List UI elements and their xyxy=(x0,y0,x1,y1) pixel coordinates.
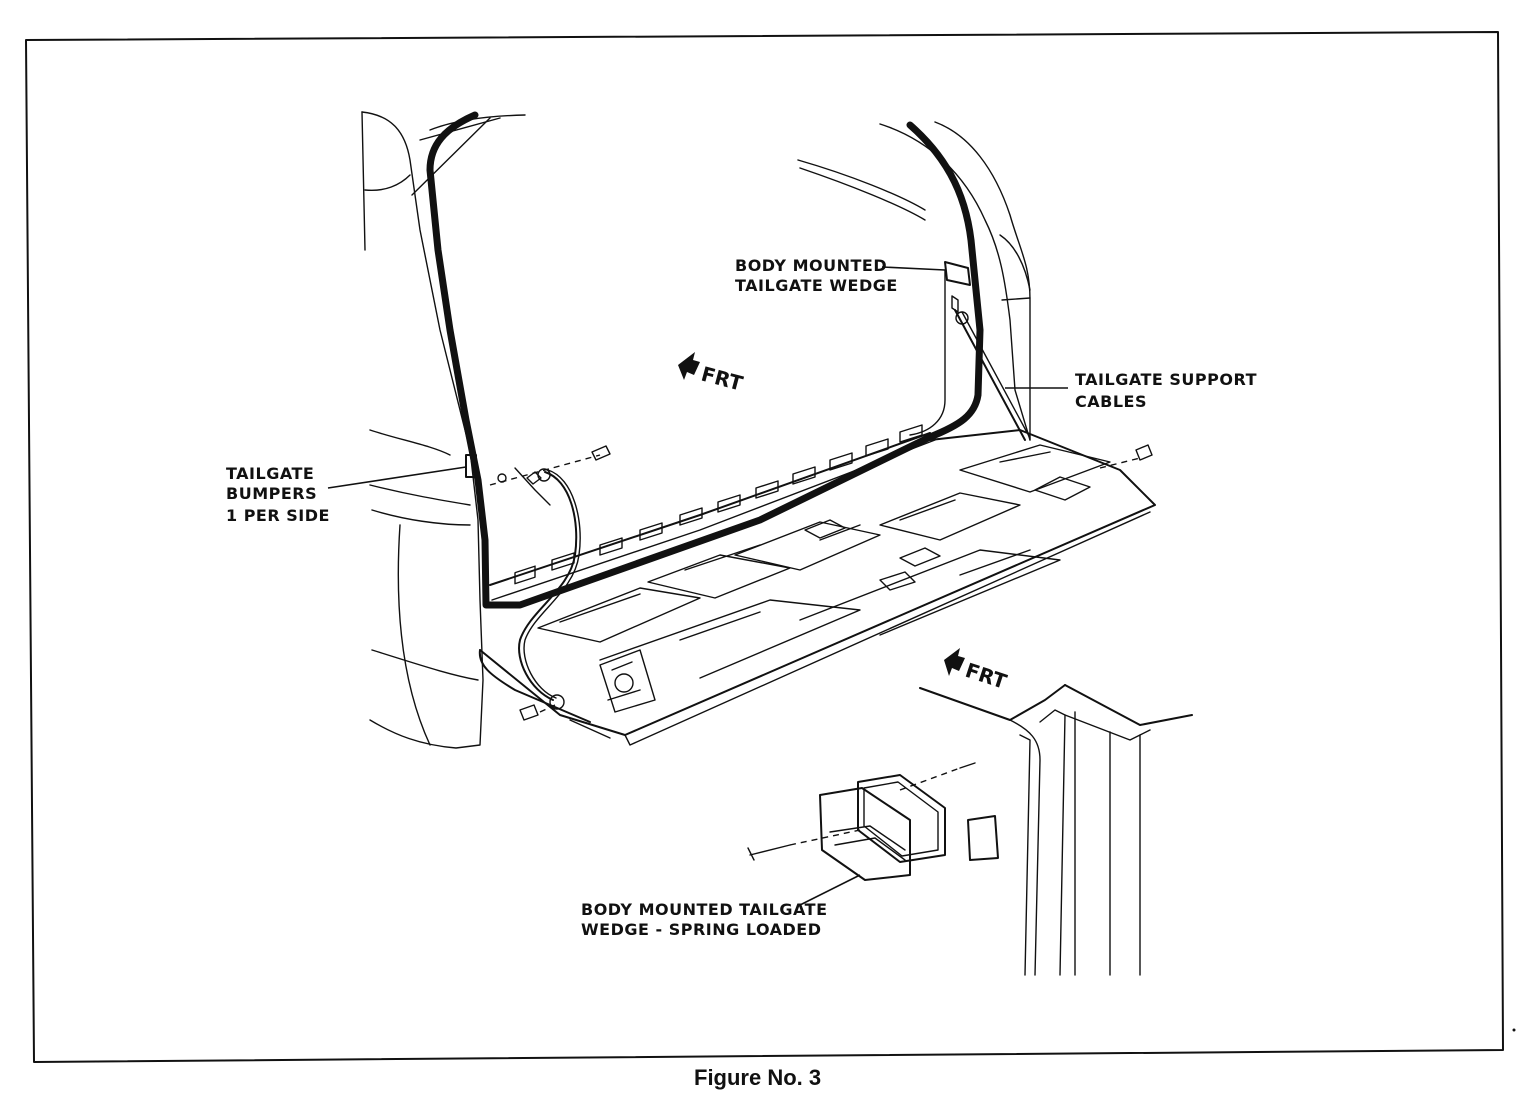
figure-caption: Figure No. 3 xyxy=(694,1065,821,1090)
detail-pillar xyxy=(919,684,1193,976)
callout-spring-wedge: BODY MOUNTED TAILGATE WEDGE - SPRING LOA… xyxy=(581,874,861,939)
label-cables: CABLES xyxy=(1075,392,1147,411)
detail-spring-wedge xyxy=(747,762,999,881)
frt-label-detail: FRT xyxy=(962,658,1010,694)
label-spring-wedge-1: BODY MOUNTED TAILGATE xyxy=(581,900,828,919)
label-tailgate-support: TAILGATE SUPPORT xyxy=(1075,370,1257,389)
label-bumpers: BUMPERS xyxy=(226,484,317,503)
right-body-panel xyxy=(797,121,1031,441)
callout-body-mounted-wedge: BODY MOUNTED TAILGATE WEDGE xyxy=(735,256,946,295)
label-per-side: 1 PER SIDE xyxy=(226,506,330,525)
support-cables xyxy=(518,309,1031,710)
label-body-mounted: BODY MOUNTED xyxy=(735,256,887,275)
label-spring-wedge-2: WEDGE - SPRING LOADED xyxy=(581,920,822,939)
callout-tailgate-bumpers: TAILGATE BUMPERS 1 PER SIDE xyxy=(226,464,467,525)
frt-arrow-detail: FRT xyxy=(944,648,1010,694)
left-body-panel xyxy=(361,111,526,749)
callout-support-cables: TAILGATE SUPPORT CABLES xyxy=(1005,370,1257,411)
weatherstrip-seal xyxy=(426,111,984,609)
margin-dot xyxy=(1512,1028,1516,1032)
frt-arrow-top: FRT xyxy=(678,352,746,396)
fastener-hardware xyxy=(465,261,1153,721)
frt-label-top: FRT xyxy=(699,362,746,396)
tailgate xyxy=(478,424,1156,746)
figure-border xyxy=(25,31,1504,1063)
label-tailgate: TAILGATE xyxy=(226,464,314,483)
label-tailgate-wedge: TAILGATE WEDGE xyxy=(735,276,898,295)
